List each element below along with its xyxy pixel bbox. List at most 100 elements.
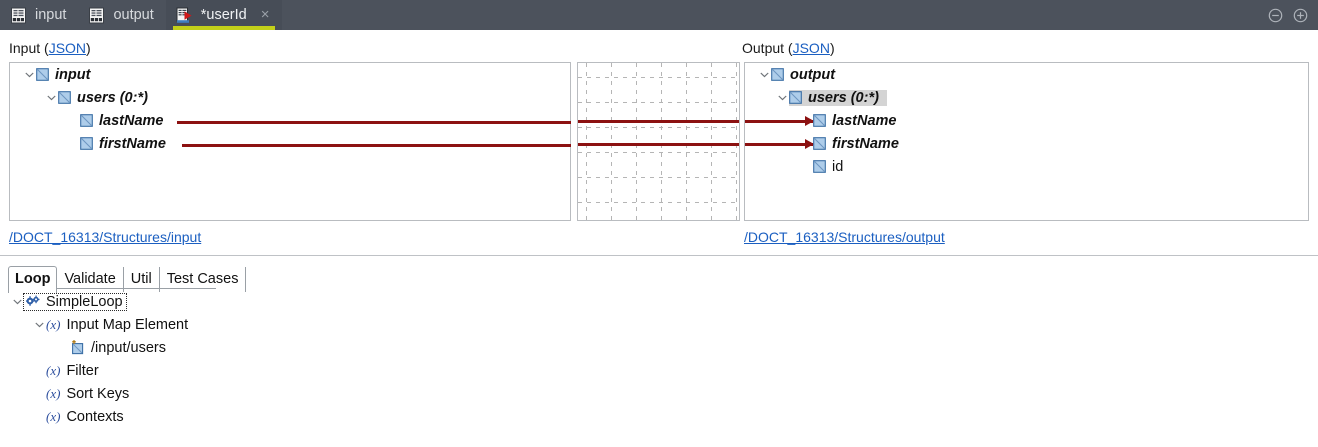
- selected-node[interactable]: users (0:*): [789, 89, 887, 106]
- element-icon: [58, 91, 71, 104]
- function-icon: (x): [46, 385, 61, 401]
- editor-tab-bar: input output: [0, 0, 1318, 30]
- output-label-prefix: Output (: [742, 40, 793, 56]
- mapping-line-firstname: [182, 144, 571, 147]
- document-icon: [89, 7, 105, 23]
- horizontal-splitter[interactable]: [0, 255, 1318, 256]
- tree-row[interactable]: (x) Filter: [46, 359, 99, 382]
- tree-row[interactable]: lastName: [10, 109, 570, 132]
- tab-input[interactable]: input: [0, 0, 78, 30]
- tree-row[interactable]: (x) Input Map Element: [32, 313, 188, 336]
- tree-node-label: Input Map Element: [66, 316, 189, 333]
- output-json-link[interactable]: JSON: [792, 40, 830, 56]
- tree-node-label: Filter: [66, 362, 99, 379]
- tree-node-label: SimpleLoop: [46, 293, 123, 310]
- element-up-icon: [71, 340, 84, 355]
- arrowhead-icon: [805, 139, 814, 149]
- bottom-tab-strip: Loop Validate Util Test Cases: [8, 266, 247, 293]
- element-icon: [813, 160, 826, 173]
- output-section-label: Output (JSON): [742, 40, 835, 56]
- tab-label: input: [35, 7, 67, 23]
- element-icon: [80, 137, 93, 150]
- function-icon: (x): [46, 408, 61, 424]
- chevron-down-icon[interactable]: [22, 63, 36, 86]
- output-tree: output users (0:*): [745, 63, 1308, 178]
- tab-output[interactable]: output: [78, 0, 165, 30]
- tab-label: Loop: [15, 271, 51, 287]
- chevron-down-icon[interactable]: [10, 290, 24, 313]
- close-icon[interactable]: ×: [260, 6, 270, 23]
- arrowhead-icon: [805, 116, 814, 126]
- element-icon: [813, 114, 826, 127]
- mapping-line-firstname[interactable]: [578, 143, 739, 146]
- tree-node-label: input: [55, 66, 91, 83]
- tree-row[interactable]: input: [10, 63, 570, 86]
- mapping-line-lastname: [745, 120, 813, 123]
- mapping-canvas[interactable]: [577, 62, 740, 221]
- tree-row[interactable]: users (0:*): [745, 86, 1308, 109]
- tree-node-label: /input/users: [91, 339, 166, 356]
- tab-label: Validate: [64, 271, 116, 287]
- tab-strip-rule: [8, 288, 216, 289]
- chevron-down-icon[interactable]: [775, 86, 789, 109]
- focused-node[interactable]: SimpleLoop: [23, 292, 127, 311]
- chevron-down-icon[interactable]: [44, 86, 58, 109]
- tree-node-label: lastName: [832, 112, 897, 129]
- tab-test-cases[interactable]: Test Cases: [159, 267, 247, 292]
- tab-label: *userId: [200, 7, 247, 23]
- tree-row[interactable]: (x) Sort Keys: [46, 382, 129, 405]
- tree-row[interactable]: (x) Contexts: [46, 405, 124, 428]
- tree-node-label: users (0:*): [77, 89, 148, 106]
- tree-node-label: output: [790, 66, 836, 83]
- tree-node-label: Contexts: [66, 408, 124, 425]
- input-structure-path-link[interactable]: /DOCT_16313/Structures/input: [9, 229, 202, 245]
- output-structure-path-link[interactable]: /DOCT_16313/Structures/output: [744, 229, 945, 245]
- tree-node-label: users (0:*): [808, 89, 879, 106]
- tab-userId[interactable]: *userId ×: [165, 0, 282, 30]
- document-icon: [11, 7, 26, 23]
- element-icon: [789, 91, 802, 104]
- element-icon: [80, 114, 93, 127]
- tree-row[interactable]: SimpleLoop: [10, 290, 127, 313]
- tab-label: output: [113, 7, 154, 23]
- tree-node-label: firstName: [832, 135, 899, 152]
- tab-util[interactable]: Util: [123, 267, 160, 292]
- document-run-icon: [176, 7, 192, 23]
- tree-node-label: lastName: [99, 112, 164, 129]
- plus-circle-icon[interactable]: [1293, 8, 1308, 23]
- function-icon: (x): [46, 316, 61, 332]
- tab-label: Util: [130, 271, 152, 287]
- mapping-line-lastname: [177, 121, 571, 124]
- tab-validate[interactable]: Validate: [57, 267, 124, 292]
- tree-node-label: firstName: [99, 135, 166, 152]
- chevron-down-icon[interactable]: [32, 313, 46, 336]
- chevron-down-icon[interactable]: [757, 63, 771, 86]
- input-tree: input users (0:*) lastName: [10, 63, 570, 155]
- tab-label: Test Cases: [166, 271, 239, 287]
- output-label-suffix: ): [829, 40, 835, 56]
- mapping-line-firstname: [745, 143, 813, 146]
- output-tree-panel[interactable]: output users (0:*): [744, 62, 1309, 221]
- minus-circle-icon[interactable]: [1268, 8, 1283, 23]
- mapping-line-lastname[interactable]: [578, 120, 739, 123]
- active-tab-underline: [172, 26, 275, 30]
- input-tree-panel[interactable]: input users (0:*) lastName: [9, 62, 571, 221]
- input-section-label: Input (JSON): [9, 40, 91, 56]
- tree-node-label: id: [832, 158, 844, 175]
- input-label-prefix: Input (: [9, 40, 49, 56]
- element-icon: [813, 137, 826, 150]
- tree-row[interactable]: firstName: [10, 132, 570, 155]
- tree-row[interactable]: lastName: [745, 109, 1308, 132]
- input-label-suffix: ): [86, 40, 91, 56]
- tab-loop[interactable]: Loop: [8, 266, 58, 293]
- tree-row[interactable]: id: [745, 155, 1308, 178]
- element-icon: [36, 68, 49, 81]
- input-json-link[interactable]: JSON: [48, 40, 87, 56]
- tree-row[interactable]: firstName: [745, 132, 1308, 155]
- window-controls: [1268, 0, 1318, 30]
- tree-row[interactable]: output: [745, 63, 1308, 86]
- function-icon: (x): [46, 362, 61, 378]
- tree-row[interactable]: /input/users: [70, 336, 166, 359]
- tree-row[interactable]: users (0:*): [10, 86, 570, 109]
